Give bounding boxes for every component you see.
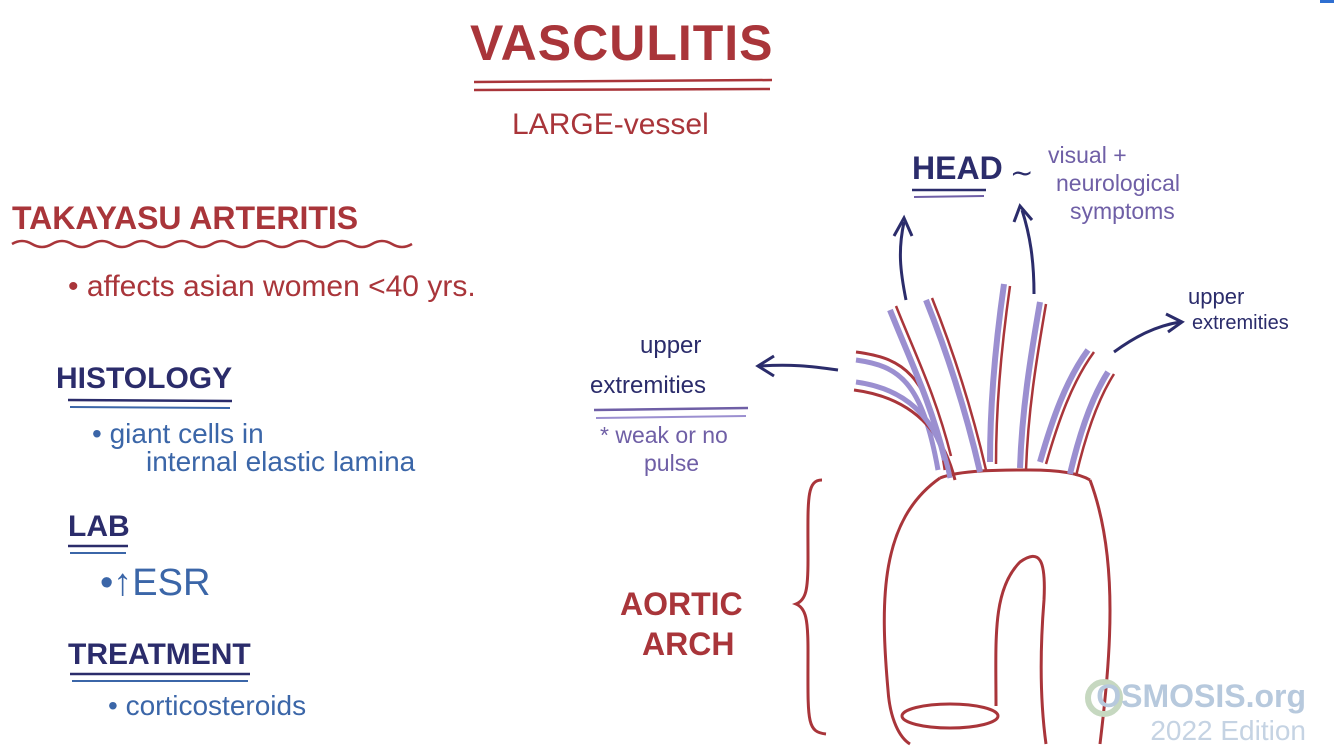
histology-underline-1	[68, 400, 232, 401]
descending-aorta-opening	[902, 704, 998, 728]
title-underline-1	[474, 80, 772, 82]
upper-right-label-2: extremities	[1192, 312, 1289, 335]
head-note-1: visual +	[1048, 142, 1127, 168]
head-underline-2	[914, 196, 984, 197]
arrow-to-head-left	[894, 218, 912, 300]
upper-left-label-2: extremities	[590, 372, 706, 400]
upper-left-note-1: * weak or no	[600, 422, 728, 448]
aortic-arch-label-2: ARCH	[642, 626, 734, 663]
arrow-to-upper-right	[1114, 314, 1182, 352]
aorta-inner-curve	[996, 556, 1046, 744]
osmosis-edition: 2022 Edition	[1096, 715, 1306, 747]
aorta-top	[940, 470, 1090, 480]
upper-left-underline-1	[594, 408, 748, 410]
branch-right-subclavian	[1040, 350, 1114, 476]
arrow-to-upper-left	[758, 356, 838, 376]
aortic-arch-label-1: AORTIC	[620, 586, 743, 623]
upper-left-note-2: pulse	[644, 450, 699, 476]
title-underline-2	[474, 89, 770, 90]
upper-left-label-1: upper	[640, 332, 701, 360]
osmosis-logo: OSMOSIS.org 2022 Edition	[1096, 678, 1306, 747]
osmosis-brand: OSMOSIS.org	[1096, 678, 1306, 715]
head-note-3: symptoms	[1070, 198, 1175, 224]
head-note-2: neurological	[1056, 170, 1180, 196]
histology-underline-2	[70, 407, 230, 408]
upper-right-label-1: upper	[1188, 284, 1244, 310]
head-label: HEAD	[912, 150, 1003, 187]
branch-left-carotid	[890, 298, 986, 472]
head-tilde: ~	[1010, 156, 1033, 189]
branch-right-carotid	[990, 284, 1046, 470]
upper-left-underline-2	[596, 416, 746, 418]
arrow-to-head-right	[1014, 206, 1034, 294]
disease-wavy-underline	[12, 241, 412, 247]
aortic-arch-brace	[796, 480, 826, 734]
